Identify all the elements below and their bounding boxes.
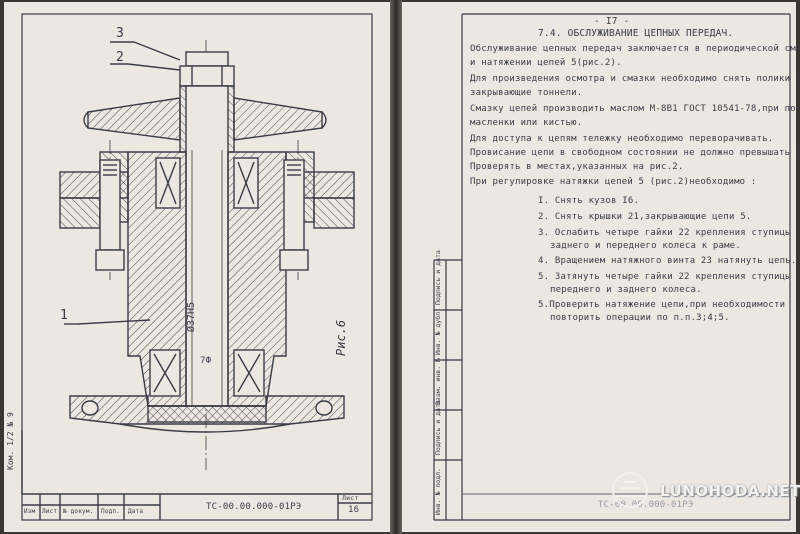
stamp-label-sheet: Лист	[42, 508, 58, 515]
step-5: 5. Затянуть четыре гайки 22 крепления ст…	[538, 272, 791, 282]
step-6-cont: повторить операции по п.п.3;4;5.	[550, 313, 730, 323]
leader-label-1: 1	[60, 308, 69, 323]
sheet-label: Лист	[342, 494, 359, 502]
step-2: 2. Снять крышки 21,закрывающие цепи 5.	[538, 212, 752, 222]
stamp-label-sign: Подп.	[101, 508, 121, 515]
paragraph-line: закрывающие тоннели.	[470, 88, 583, 98]
doc-code: ТС-00.00.000-01РЭ	[206, 502, 302, 512]
margin-label-signature-date-2: Подпись и дата	[434, 400, 442, 455]
paragraph-line: Смазку цепей производить маслом М-8В1 ГО…	[470, 104, 800, 114]
stamp-label-change: Изм	[24, 508, 36, 515]
stamp-label-date: Дата	[128, 508, 144, 515]
watermark-text: LUNOHODA.NET	[660, 482, 800, 500]
paragraph-line: и натяжении цепей 5(рис.2).	[470, 58, 622, 68]
leader-label-2: 2	[116, 50, 125, 65]
bearing-dimension: 7Ф	[200, 356, 212, 366]
paragraph-line: Проверять в местах,указанных на рис.2.	[470, 162, 684, 172]
leader-label-3: 3	[116, 26, 125, 41]
stamp-label-doc: № докум.	[63, 508, 94, 515]
paragraph-line: Для доступа к цепям тележку необходимо п…	[470, 134, 774, 144]
paragraph-line: Для произведения осмотра и смазки необхо…	[470, 74, 800, 84]
step-3-cont: заднего и переднего колеса к раме.	[550, 241, 742, 251]
paragraph-line: масленки или кистью.	[470, 118, 583, 128]
margin-label-dup-inv: Инв. № дубл.	[434, 308, 442, 355]
watermark-logo	[612, 472, 648, 508]
step-4: 4. Вращением натяжного винта 23 натянуть…	[538, 256, 797, 266]
right-page	[400, 2, 796, 532]
margin-label-signature-date: Подпись и дата	[434, 250, 442, 305]
step-5-cont: переднего и заднего колеса.	[550, 285, 702, 295]
doc-code-faded: ТС-00.00.000-01РЭ	[598, 500, 694, 510]
step-1: I. Снять кузов I6.	[538, 196, 640, 206]
book-gutter	[390, 0, 402, 534]
margin-label-original-inv: Инв. № подл.	[434, 468, 442, 515]
step-6: 5.Проверить натяжение цепи,при необходим…	[538, 300, 786, 310]
page-number: - I7 -	[594, 16, 630, 27]
sheet-number: 16	[348, 505, 360, 515]
paragraph-line: При регулировке натяжки цепей 5 (рис.2)н…	[470, 177, 757, 187]
margin-label-replace-inv: Взам. инв. №	[434, 358, 442, 405]
paragraph-line: Обслуживание цепных передач заключается …	[470, 44, 800, 54]
section-heading: 7.4. ОБСЛУЖИВАНИЕ ЦЕПНЫХ ПЕРЕДАЧ.	[538, 28, 734, 39]
step-3: 3. Ослабить четыре гайки 22 крепления ст…	[538, 228, 791, 238]
paragraph-line: Провисание цепи в свободном состоянии не…	[470, 148, 800, 158]
